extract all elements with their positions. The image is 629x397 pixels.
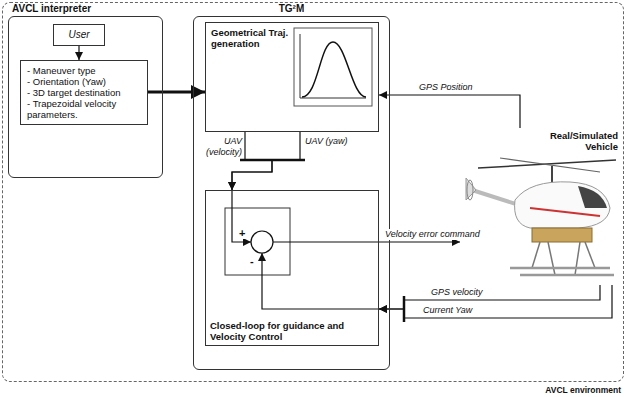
signal-label: UAV (yaw) bbox=[304, 136, 350, 147]
parameter-item: - Orientation (Yaw) bbox=[27, 76, 141, 87]
signal-arrow bbox=[379, 241, 460, 242]
avionics-frame bbox=[532, 228, 592, 242]
connector-group bbox=[79, 46, 612, 318]
module-title: AVCL interpreter bbox=[12, 3, 91, 15]
signal-arrow bbox=[379, 285, 612, 318]
signal-wire bbox=[262, 253, 379, 309]
process-label: Closed-loop for guidance and Velocity Co… bbox=[210, 320, 360, 342]
process-label: Geometrical Traj. generation bbox=[211, 27, 289, 49]
fuselage bbox=[515, 182, 610, 228]
input-box: User bbox=[53, 24, 105, 46]
graph-curve bbox=[302, 42, 366, 97]
process-box: Geometrical Traj. generation bbox=[205, 22, 379, 132]
sum-circle bbox=[251, 231, 273, 253]
input-label: User bbox=[68, 29, 89, 41]
canopy bbox=[578, 186, 607, 208]
summing-junction bbox=[225, 190, 379, 309]
signal-arrow bbox=[78, 46, 79, 60]
sign-label: + bbox=[239, 227, 245, 239]
frame-title: AVCL environment bbox=[545, 385, 621, 395]
graph-axis bbox=[300, 34, 301, 98]
skid-leg bbox=[532, 242, 540, 268]
parameter-item: - Trapezoidal velocity parameters. bbox=[27, 98, 141, 120]
landing-skid bbox=[520, 274, 614, 277]
sign-label: - bbox=[250, 255, 254, 267]
graph-axis bbox=[300, 98, 366, 99]
trajectory-graph bbox=[294, 28, 372, 106]
skid-leg bbox=[585, 242, 595, 268]
signal-label: UAV (velocity) bbox=[196, 136, 243, 158]
body-stripe bbox=[530, 208, 600, 216]
module-box: TG²MGeometrical Traj. generationClosed-l… bbox=[193, 16, 390, 370]
signal-wire bbox=[273, 241, 379, 242]
control-box: Closed-loop for guidance and Velocity Co… bbox=[205, 190, 379, 346]
command-arrow bbox=[148, 91, 205, 94]
skid-leg bbox=[548, 242, 555, 275]
signal-label: Velocity error command bbox=[384, 229, 481, 240]
skid-leg bbox=[575, 242, 580, 275]
signal-arrow bbox=[379, 95, 520, 128]
parameter-item: - 3D target destination bbox=[27, 87, 141, 98]
signal-label: GPS velocity bbox=[430, 287, 484, 298]
signal-arrow bbox=[379, 285, 600, 309]
signal-label: Current Yaw bbox=[422, 305, 473, 316]
signal-wire bbox=[232, 190, 251, 242]
tail-fin bbox=[466, 178, 476, 200]
parameter-list: - Maneuver type- Orientation (Yaw)- 3D t… bbox=[20, 60, 148, 125]
parameter-item: - Maneuver type bbox=[27, 65, 141, 76]
module-title: TG²M bbox=[194, 3, 389, 15]
vehicle-label: Real/Simulated Vehicle bbox=[538, 130, 618, 152]
module-box: AVCL interpreterUser- Maneuver type- Ori… bbox=[8, 16, 163, 178]
signal-label: GPS Position bbox=[418, 82, 474, 93]
environment-frame: AVCL environmentAVCL interpreterUser- Ma… bbox=[2, 2, 624, 382]
tail-rotor bbox=[467, 180, 473, 200]
rotor-blade bbox=[500, 158, 600, 172]
graph-frame bbox=[294, 28, 372, 106]
landing-skid bbox=[510, 267, 610, 270]
helicopter-illustration bbox=[466, 158, 616, 275]
vehicle-figure: Real/Simulated Vehicle bbox=[460, 128, 620, 285]
